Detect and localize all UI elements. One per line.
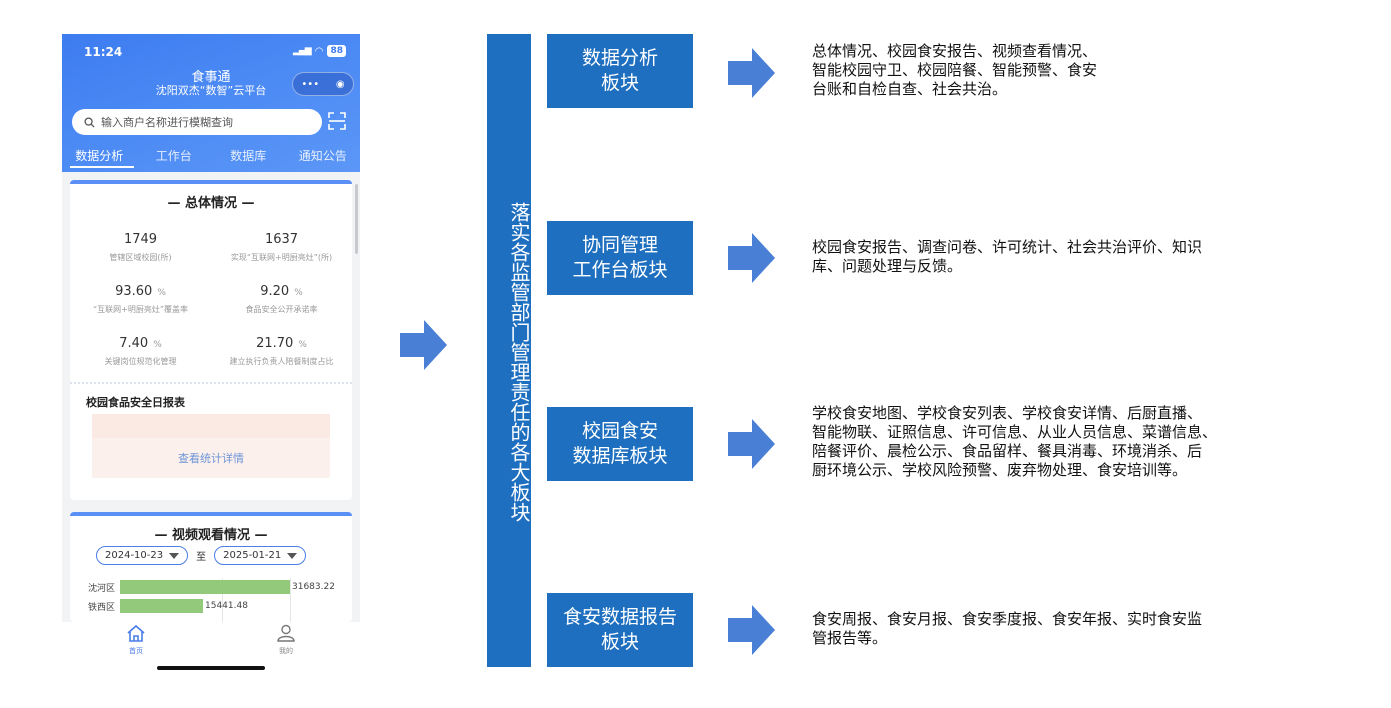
stat-value: 1637 xyxy=(264,232,299,247)
view-details-link[interactable]: 查看统计详情 xyxy=(178,452,244,465)
bar xyxy=(120,599,203,613)
stat-item: 1749 管辖区域校园(所) xyxy=(70,228,211,263)
overview-title: — 总体情况 — xyxy=(167,196,255,211)
block-database: 校园食安 数据库板块 xyxy=(547,407,693,481)
stat-item: 7.40 % 关键岗位规范化管理 xyxy=(70,332,211,367)
app-title: 食事通 xyxy=(191,70,231,85)
date-to-picker[interactable]: 2025-01-21 xyxy=(214,546,307,565)
grid-line xyxy=(290,578,291,626)
bar-row: 沈河区 31683.22 xyxy=(88,580,335,594)
caret-down-icon xyxy=(169,552,180,559)
bar-row: 铁西区 15441.48 xyxy=(88,599,248,613)
phone-content[interactable]: — 总体情况 — 1749 管辖区域校园(所) 1637 实现“互联网+明厨亮灶… xyxy=(62,172,360,626)
arrow-right-icon xyxy=(728,233,775,283)
stat-unit: % xyxy=(294,288,303,298)
block-data-analysis: 数据分析 板块 xyxy=(547,34,693,108)
user-icon xyxy=(277,624,295,642)
arrow-right-icon xyxy=(728,605,775,655)
video-title: — 视频观看情况 — xyxy=(154,528,268,543)
date-separator: 至 xyxy=(196,552,207,563)
signal-icon: ▂▄▆ xyxy=(292,46,312,56)
bar xyxy=(120,580,290,594)
bar-label: 沈河区 xyxy=(88,583,116,594)
bar-value: 31683.22 xyxy=(292,582,335,592)
tab-bar: 数据分析 工作台 数据库 通知公告 xyxy=(62,146,360,172)
arrow-right-icon xyxy=(728,48,775,98)
tab-data-analysis[interactable]: 数据分析 xyxy=(75,149,124,163)
nav-profile-label: 我的 xyxy=(279,647,293,655)
stat-label: “互联网+明厨亮灶”覆盖率 xyxy=(93,305,188,314)
stat-value: 1749 xyxy=(123,232,158,247)
stat-label: 关键岗位规范化管理 xyxy=(104,357,177,366)
block-report: 食安数据报告 板块 xyxy=(547,593,693,667)
search-placeholder: 输入商户名称进行模糊查询 xyxy=(101,116,233,129)
phone-header: 11:24 ▂▄▆ ◠ 88 食事通 沈阳双杰“数智”云平台 ••• ◉ 输入商… xyxy=(62,34,360,172)
grid-line xyxy=(222,578,223,626)
daily-report-header xyxy=(92,414,330,438)
desc-data-analysis: 总体情况、校园食安报告、视频查看情况、 智能校园守卫、校园陪餐、智能预警、食安 … xyxy=(812,42,1098,98)
vertical-title-bar: 落实各监管部门管理责任的各大板块 xyxy=(487,34,531,667)
home-indicator xyxy=(157,666,265,670)
stat-value: 21.70 xyxy=(256,336,294,351)
tab-database[interactable]: 数据库 xyxy=(230,149,267,163)
stat-value: 7.40 xyxy=(119,336,149,351)
stat-unit: % xyxy=(153,340,162,350)
daily-report-box: 查看统计详情 xyxy=(92,414,330,478)
search-input[interactable]: 输入商户名称进行模糊查询 xyxy=(72,109,322,135)
main-arrow-icon xyxy=(400,320,447,370)
status-time: 11:24 xyxy=(84,45,123,59)
stat-label: 食品安全公开承诺率 xyxy=(245,305,318,314)
desc-database: 学校食安地图、学校食安列表、学校食安详情、后厨直播、 智能物联、证照信息、许可信… xyxy=(812,404,1218,479)
app-subtitle: 沈阳双杰“数智”云平台 xyxy=(155,84,267,97)
stat-label: 建立执行负责人陪餐制度占比 xyxy=(229,357,334,366)
search-icon xyxy=(84,116,95,128)
stat-item: 9.20 % 食品安全公开承诺率 xyxy=(211,280,352,315)
bottom-nav: 首页 我的 xyxy=(62,622,360,680)
nav-home[interactable]: 首页 xyxy=(116,624,156,656)
date-to: 2025-01-21 xyxy=(223,550,282,561)
date-range: 2024-10-23 至 2025-01-21 xyxy=(96,546,307,565)
stat-label: 实现“互联网+明厨亮灶”(所) xyxy=(230,253,333,262)
stat-label: 管辖区域校园(所) xyxy=(109,253,172,262)
stat-item: 1637 实现“互联网+明厨亮灶”(所) xyxy=(211,228,352,263)
more-icon[interactable]: ••• xyxy=(301,78,320,90)
date-from-picker[interactable]: 2024-10-23 xyxy=(96,546,189,565)
vertical-title: 落实各监管部门管理责任的各大板块 xyxy=(507,202,531,522)
desc-workbench: 校园食安报告、调查问卷、许可统计、社会共治评价、知识 库、问题处理与反馈。 xyxy=(812,238,1203,275)
stat-item: 93.60 % “互联网+明厨亮灶”覆盖率 xyxy=(70,280,211,315)
desc-report: 食安周报、食安月报、食安季度报、食安年报、实时食安监 管报告等。 xyxy=(812,610,1203,647)
phone-screenshot: 11:24 ▂▄▆ ◠ 88 食事通 沈阳双杰“数智”云平台 ••• ◉ 输入商… xyxy=(62,34,360,680)
active-tab-indicator xyxy=(70,166,134,168)
stat-value: 9.20 xyxy=(260,284,290,299)
arrow-right-icon xyxy=(728,419,775,469)
video-card: — 视频观看情况 — 2024-10-23 至 2025-01-21 沈河区 3… xyxy=(70,512,352,626)
bar-label: 铁西区 xyxy=(88,602,116,613)
daily-report-title: 校园食品安全日报表 xyxy=(86,396,185,409)
battery-icon: 88 xyxy=(327,45,346,57)
scan-icon[interactable] xyxy=(328,112,346,130)
tab-notice[interactable]: 通知公告 xyxy=(298,149,347,163)
scrollbar[interactable] xyxy=(355,184,358,254)
divider xyxy=(70,382,352,384)
close-icon[interactable]: ◉ xyxy=(335,78,345,90)
mini-program-capsule[interactable]: ••• ◉ xyxy=(292,72,354,96)
stat-unit: % xyxy=(298,340,307,350)
nav-profile[interactable]: 我的 xyxy=(266,624,306,656)
nav-home-label: 首页 xyxy=(129,647,143,655)
overview-card: — 总体情况 — 1749 管辖区域校园(所) 1637 实现“互联网+明厨亮灶… xyxy=(70,180,352,500)
status-icons: ▂▄▆ ◠ 88 xyxy=(293,45,346,57)
wifi-icon: ◠ xyxy=(314,45,324,57)
stat-value: 93.60 xyxy=(115,284,153,299)
block-workbench: 协同管理 工作台板块 xyxy=(547,221,693,295)
caret-down-icon xyxy=(287,552,298,559)
tab-workbench[interactable]: 工作台 xyxy=(155,149,192,163)
stat-unit: % xyxy=(157,288,166,298)
home-icon xyxy=(127,624,145,642)
bar-value: 15441.48 xyxy=(205,601,248,611)
stat-item: 21.70 % 建立执行负责人陪餐制度占比 xyxy=(211,332,352,367)
date-from: 2024-10-23 xyxy=(105,550,164,561)
